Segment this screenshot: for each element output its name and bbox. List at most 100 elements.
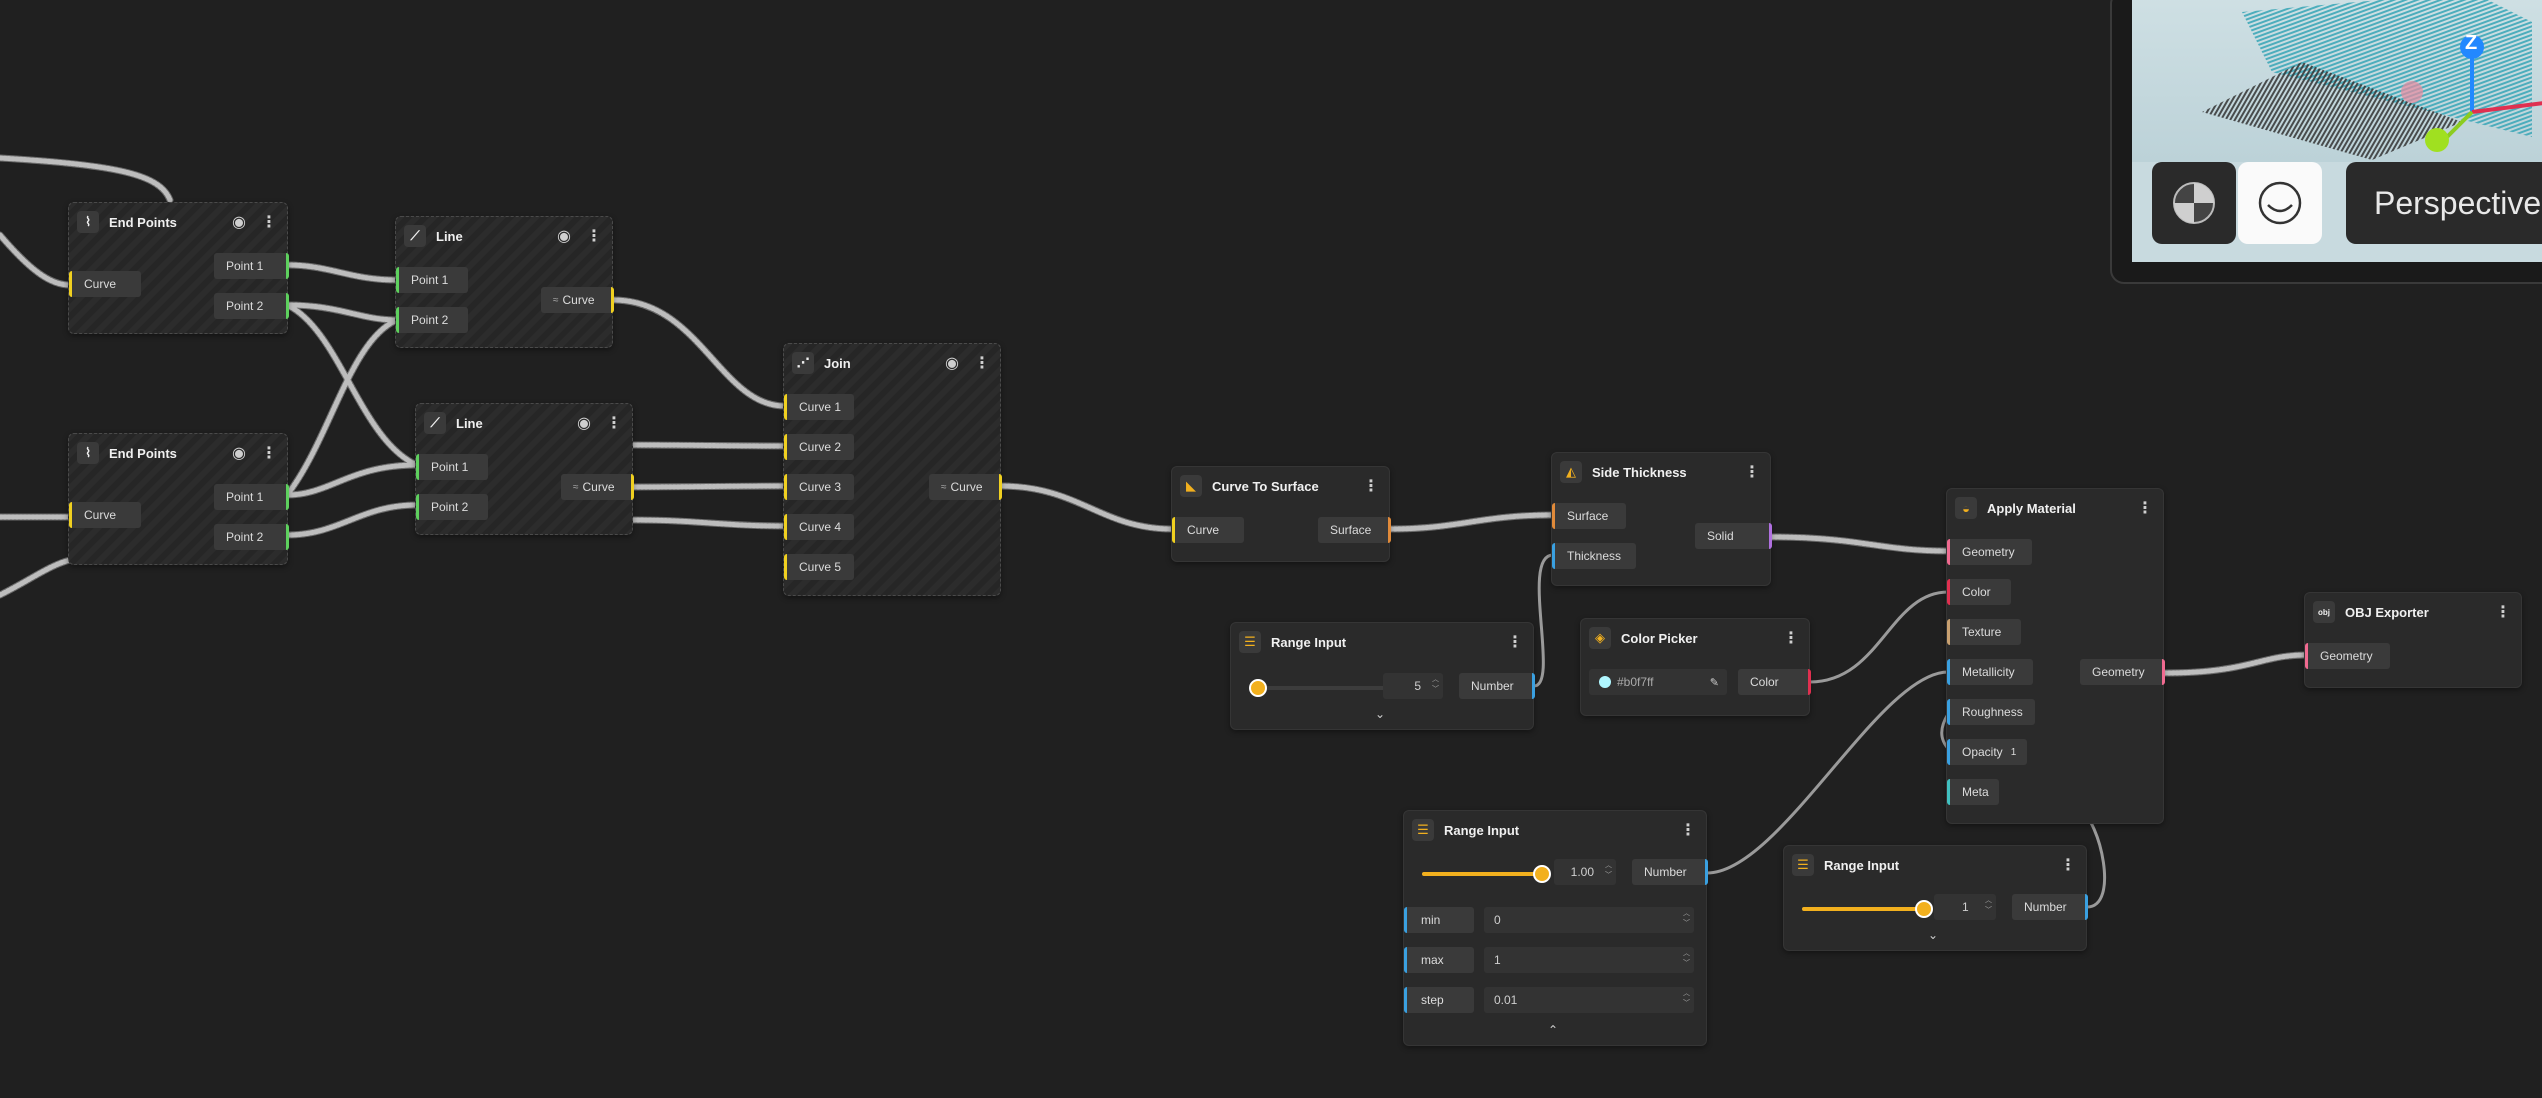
range-input-node[interactable]: ☰ Range Input ⋮ 1 ︿﹀ Number ⌄ <box>1783 845 2088 951</box>
more-vertical-icon[interactable]: ⋮ <box>261 445 277 462</box>
output-port-point-2[interactable]: Point 2 <box>214 293 289 319</box>
more-vertical-icon[interactable]: ⋮ <box>2060 857 2076 874</box>
input-port-thickness[interactable]: Thickness <box>1552 543 1636 569</box>
range-slider[interactable] <box>1422 865 1551 883</box>
output-port-solid[interactable]: Solid <box>1695 523 1772 549</box>
output-port-curve[interactable]: ≈Curve <box>561 474 634 500</box>
output-port-number[interactable]: Number <box>2012 894 2088 920</box>
eyedropper-icon[interactable]: ✎ <box>1709 676 1719 689</box>
input-port-color[interactable]: Color <box>1947 579 2011 605</box>
range-value-field[interactable]: 5 ︿﹀ <box>1383 673 1443 699</box>
output-port-color[interactable]: Color <box>1738 669 1811 695</box>
output-port-point-2[interactable]: Point 2 <box>214 524 289 550</box>
viewport-3d-scene[interactable]: Z <box>2132 0 2542 162</box>
input-port-geometry[interactable]: Geometry <box>1947 539 2032 565</box>
max-field[interactable]: 1 ︿﹀ <box>1484 947 1694 973</box>
end-points-icon: ⌇ <box>77 442 99 464</box>
input-port-metallicity[interactable]: Metallicity <box>1947 659 2033 685</box>
chevron-up-icon[interactable]: ⌃ <box>1548 1023 1559 1037</box>
output-port-curve[interactable]: ≈Curve <box>929 474 1002 500</box>
input-port-geometry[interactable]: Geometry <box>2305 643 2390 669</box>
input-port-curve-1[interactable]: Curve 1 <box>784 394 854 420</box>
range-value-field[interactable]: 1.00 ︿﹀ <box>1554 859 1616 885</box>
input-port-roughness[interactable]: Roughness <box>1947 699 2035 725</box>
output-port-point-1[interactable]: Point 1 <box>214 253 289 279</box>
input-port-curve[interactable]: Curve <box>69 502 141 528</box>
step-value: 0.01 <box>1494 993 1518 1007</box>
side-thickness-node[interactable]: ◭ Side Thickness ⋮ Surface Thickness Sol… <box>1551 452 1772 586</box>
palette-icon: ◈ <box>1589 627 1611 649</box>
stepper-icon[interactable]: ︿﹀ <box>1432 676 1439 693</box>
projection-dropdown[interactable]: Perspective <box>2346 162 2542 244</box>
smooth-shading-button[interactable] <box>2238 162 2322 244</box>
input-port-point-1[interactable]: Point 1 <box>396 267 468 293</box>
slider-knob[interactable] <box>1915 900 1933 918</box>
min-field[interactable]: 0 ︿﹀ <box>1484 907 1694 933</box>
output-port-geometry[interactable]: Geometry <box>2080 659 2165 685</box>
apply-material-node[interactable]: ◒ Apply Material ⋮ Geometry Color Textur… <box>1946 488 2165 824</box>
step-field[interactable]: 0.01 ︿﹀ <box>1484 987 1694 1013</box>
range-input-node[interactable]: ☰ Range Input ⋮ 5 ︿﹀ Number ⌄ <box>1230 622 1535 730</box>
output-port-point-1[interactable]: Point 1 <box>214 484 289 510</box>
input-port-meta[interactable]: Meta <box>1947 779 1999 805</box>
more-vertical-icon[interactable]: ⋮ <box>1744 464 1760 481</box>
input-port-curve-4[interactable]: Curve 4 <box>784 514 854 540</box>
eye-icon[interactable]: ◉ <box>557 228 571 245</box>
more-vertical-icon[interactable]: ⋮ <box>1783 630 1799 647</box>
input-port-curve[interactable]: Curve <box>69 271 141 297</box>
color-picker-node[interactable]: ◈ Color Picker ⋮ #b0f7ff ✎ Color <box>1580 618 1811 716</box>
range-value-field[interactable]: 1 ︿﹀ <box>1934 894 1996 920</box>
more-vertical-icon[interactable]: ⋮ <box>606 415 622 432</box>
viewport-panel[interactable]: Z Perspective <box>2110 0 2542 284</box>
input-port-surface[interactable]: Surface <box>1552 503 1626 529</box>
input-port-curve-5[interactable]: Curve 5 <box>784 554 854 580</box>
end-points-node[interactable]: ⌇ End Points ◉ ⋮ Curve Point 1 Point 2 <box>68 433 289 565</box>
input-port-texture[interactable]: Texture <box>1947 619 2021 645</box>
range-slider[interactable] <box>1249 679 1388 697</box>
output-port-curve[interactable]: ≈Curve <box>541 287 614 313</box>
more-vertical-icon[interactable]: ⋮ <box>2137 500 2153 517</box>
input-port-curve-2[interactable]: Curve 2 <box>784 434 854 460</box>
input-port-point-2[interactable]: Point 2 <box>396 307 468 333</box>
stepper-icon[interactable]: ︿﹀ <box>1605 862 1612 879</box>
input-port-curve-3[interactable]: Curve 3 <box>784 474 854 500</box>
slider-knob[interactable] <box>1249 679 1267 697</box>
input-port-opacity[interactable]: Opacity 1 <box>1947 739 2027 765</box>
axis-x <box>2471 101 2542 114</box>
curve-to-surface-node[interactable]: ◣ Curve To Surface ⋮ Curve Surface <box>1171 466 1391 562</box>
color-value-field[interactable]: #b0f7ff ✎ <box>1589 669 1727 695</box>
eye-icon[interactable]: ◉ <box>945 355 959 372</box>
more-vertical-icon[interactable]: ⋮ <box>2495 604 2511 621</box>
stepper-icon[interactable]: ︿﹀ <box>1683 990 1690 1007</box>
chevron-down-icon[interactable]: ⌄ <box>1928 928 1939 942</box>
output-port-surface[interactable]: Surface <box>1318 517 1391 543</box>
input-port-point-1[interactable]: Point 1 <box>416 454 488 480</box>
more-vertical-icon[interactable]: ⋮ <box>1507 634 1523 651</box>
join-node[interactable]: ⋰ Join ◉ ⋮ Curve 1 Curve 2 Curve 3 Curve… <box>783 343 1002 596</box>
stepper-icon[interactable]: ︿﹀ <box>1683 950 1690 967</box>
output-port-number[interactable]: Number <box>1459 673 1535 699</box>
input-port-point-2[interactable]: Point 2 <box>416 494 488 520</box>
range-input-node[interactable]: ☰ Range Input ⋮ 1.00 ︿﹀ Number min 0 ︿﹀ … <box>1403 810 1708 1046</box>
more-vertical-icon[interactable]: ⋮ <box>586 228 602 245</box>
more-vertical-icon[interactable]: ⋮ <box>974 355 990 372</box>
port-label: Opacity <box>1962 745 2003 759</box>
stepper-icon[interactable]: ︿﹀ <box>1683 910 1690 927</box>
chevron-down-icon[interactable]: ⌄ <box>1375 707 1386 721</box>
input-port-curve[interactable]: Curve <box>1172 517 1244 543</box>
line-node[interactable]: ⟋ Line ◉ ⋮ Point 1 Point 2 ≈Curve <box>395 216 614 348</box>
more-vertical-icon[interactable]: ⋮ <box>1680 822 1696 839</box>
eye-icon[interactable]: ◉ <box>577 415 591 432</box>
eye-icon[interactable]: ◉ <box>232 214 246 231</box>
slider-knob[interactable] <box>1533 865 1551 883</box>
end-points-node[interactable]: ⌇ End Points ◉ ⋮ Curve Point 1 Point 2 <box>68 202 289 334</box>
eye-icon[interactable]: ◉ <box>232 445 246 462</box>
stepper-icon[interactable]: ︿﹀ <box>1985 897 1992 914</box>
line-node[interactable]: ⟋ Line ◉ ⋮ Point 1 Point 2 ≈Curve <box>415 403 634 535</box>
output-port-number[interactable]: Number <box>1632 859 1708 885</box>
obj-exporter-node[interactable]: obj OBJ Exporter ⋮ Geometry <box>2304 592 2522 688</box>
range-slider[interactable] <box>1802 900 1933 918</box>
more-vertical-icon[interactable]: ⋮ <box>1363 478 1379 495</box>
more-vertical-icon[interactable]: ⋮ <box>261 214 277 231</box>
shading-button[interactable] <box>2152 162 2236 244</box>
